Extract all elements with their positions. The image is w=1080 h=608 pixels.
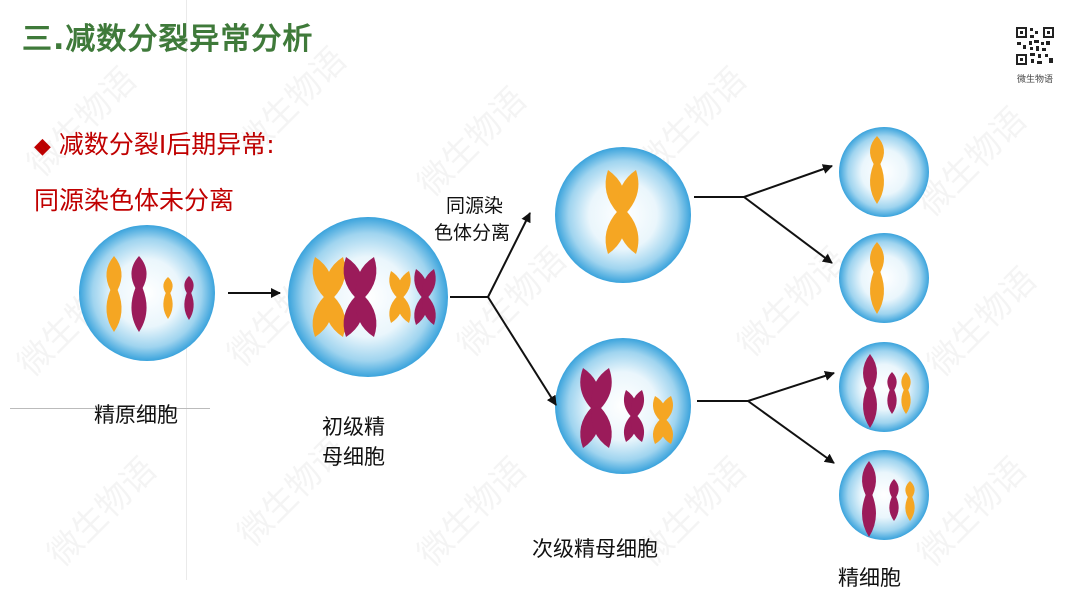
dyad-big-orange-arm-d <box>324 295 346 337</box>
sperm3-small-orange-top-arm <box>901 372 911 390</box>
dyad-small-orange-arm-b <box>397 271 411 298</box>
chromosome-small-orange-top-arm <box>163 277 173 293</box>
watermark-text: 微生物语 <box>910 100 1034 224</box>
chromosome-small-purple-top-arm <box>184 276 194 293</box>
arrows-layer <box>228 164 835 464</box>
sperm4-big-purple-bottom-arm <box>862 495 876 537</box>
secondary-bottom-small-orange-arm-d <box>659 419 674 444</box>
watermark-text: 微生物语 <box>450 240 574 364</box>
arrow-to-secondary-top <box>487 212 531 298</box>
watermark-text: 微生物语 <box>410 80 534 204</box>
chromosome-big-orange-top-arm <box>106 256 122 290</box>
label-primary-spermatocyte: 初级精 母细胞 <box>322 412 385 472</box>
secondary-top-orange-arm-d <box>617 210 639 254</box>
headline-text-1: 减数分裂Ⅰ后期异常: <box>58 130 275 159</box>
dyad-big-purple-arm-b <box>355 257 377 299</box>
secondary-bottom-purple-arm-b <box>591 368 612 410</box>
arrow-to-sperm-2 <box>743 196 833 264</box>
chromosomes-layer <box>106 136 915 537</box>
dyad-small-purple-arm-d <box>422 296 436 325</box>
chromosome-small-orange-bottom-arm <box>163 293 173 319</box>
watermark-text: 微生物语 <box>920 260 1044 384</box>
arrow-to-sperm-1 <box>743 164 833 198</box>
watermark-text: 微生物语 <box>40 450 164 574</box>
label-primary-line1: 初级精 <box>322 415 385 439</box>
watermark-text: 微生物语 <box>230 40 354 164</box>
watermark-text: 微生物语 <box>20 60 144 184</box>
chromosome-small-purple-bottom-arm <box>184 293 194 320</box>
sperm1-orange-top-arm <box>870 136 884 164</box>
cell-sperm-3 <box>839 342 929 432</box>
label-nondisjunction-line1: 同源染 <box>446 195 504 217</box>
dyad-small-orange-arm-d <box>397 296 411 323</box>
label-sperm: 精细胞 <box>838 566 901 590</box>
sperm3-big-purple-top-arm <box>863 354 877 388</box>
arrow-to-sperm-4 <box>747 400 835 464</box>
sperm3-small-orange-bottom-arm <box>901 390 911 414</box>
secondary-bottom-small-purple-arm-d <box>630 415 645 442</box>
sperm4-small-orange-top-arm <box>905 481 915 497</box>
label-secondary-spermatocyte: 次级精母细胞 <box>532 537 658 561</box>
chromosome-big-purple-bottom-arm <box>131 288 147 332</box>
label-spermatogonium: 精原细胞 <box>94 403 178 427</box>
sperm4-big-purple-top-arm <box>862 461 876 495</box>
dyad-big-purple-arm-d <box>355 295 377 337</box>
secondary-bottom-small-purple-arm-b <box>630 390 645 417</box>
sperm3-small-purple-top-arm <box>887 372 897 390</box>
cell-sperm-4 <box>839 450 929 540</box>
sperm3-small-purple-bottom-arm <box>887 390 897 414</box>
qr-caption: 微生物语 <box>1016 75 1053 85</box>
sperm2-orange-top-arm <box>870 242 884 272</box>
secondary-bottom-small-orange-arm-b <box>659 396 674 421</box>
diamond-bullet-icon: ◆ <box>34 134 51 159</box>
headline-line-1: ◆ 减数分裂Ⅰ后期异常: <box>34 125 275 161</box>
guide-line-horizontal <box>10 408 210 409</box>
dyad-big-orange-arm-b <box>324 257 346 299</box>
chromosome-big-orange-bottom-arm <box>106 290 122 332</box>
page-title: 三.减数分裂异常分析 <box>22 22 314 57</box>
watermark-text: 微生物语 <box>410 450 534 574</box>
watermark-text: 微生物语 <box>910 450 1034 574</box>
qr-code-icon <box>1015 26 1055 66</box>
label-primary-line2: 母细胞 <box>322 445 385 469</box>
chromosome-big-purple-top-arm <box>131 256 147 288</box>
dyad-small-purple-arm-b <box>422 269 436 298</box>
cell-primary-spermatocyte <box>288 217 448 377</box>
qr-code-block: 微生物语 <box>1012 26 1058 85</box>
label-nondisjunction-line2: 色体分离 <box>434 222 511 244</box>
sperm4-small-purple-bottom-arm <box>889 497 899 521</box>
headline-line-2: 同源染色体未分离 <box>34 186 235 215</box>
watermark-text: 微生物语 <box>730 240 854 364</box>
secondary-bottom-purple-arm-d <box>591 406 612 448</box>
arrow-to-sperm-3 <box>747 371 835 402</box>
cell-sperm-1 <box>839 127 929 217</box>
sperm1-orange-bottom-arm <box>870 164 884 204</box>
sperm4-small-orange-bottom-arm <box>905 497 915 521</box>
cell-spermatogonium <box>79 225 215 361</box>
sperm3-big-purple-bottom-arm <box>863 388 877 428</box>
secondary-top-orange-arm-b <box>617 170 639 214</box>
sperm2-orange-bottom-arm <box>870 272 884 314</box>
label-nondisjunction: 同源染 色体分离 <box>434 193 510 247</box>
sperm4-small-purple-top-arm <box>889 479 899 497</box>
cell-sperm-2 <box>839 233 929 323</box>
arrow-to-secondary-bottom <box>487 296 557 406</box>
